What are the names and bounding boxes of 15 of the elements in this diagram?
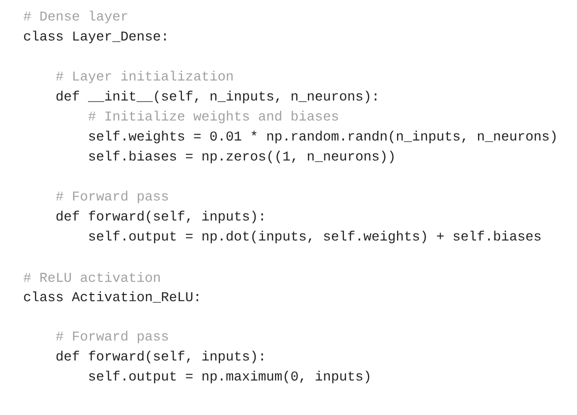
code-line: self.weights = 0.01 * np.random.randn(n_inputs, n_neurons)	[89, 130, 556, 144]
code-comment: # Forward pass	[56, 190, 168, 204]
code-line: def forward(self, inputs):	[56, 210, 263, 224]
code-line: def forward(self, inputs):	[56, 350, 263, 364]
code-comment: # Dense layer	[24, 10, 128, 24]
code-comment: # Layer initialization	[56, 70, 233, 84]
code-comment: # Initialize weights and biases	[88, 110, 338, 124]
code-line: self.output = np.maximum(0, inputs)	[89, 370, 370, 384]
code-line: class Layer_Dense:	[24, 30, 166, 44]
code-comment: # Forward pass	[56, 330, 168, 344]
code-comment: # ReLU activation	[24, 272, 160, 282]
code-line: self.biases = np.zeros((1, n_neurons))	[89, 150, 394, 164]
code-line: def __init__(self, n_inputs, n_neurons):	[56, 90, 376, 104]
code-line: class Activation_ReLU:	[24, 291, 198, 303]
code-line: self.output = np.dot(inputs, self.weights) + self.biases	[89, 230, 540, 244]
